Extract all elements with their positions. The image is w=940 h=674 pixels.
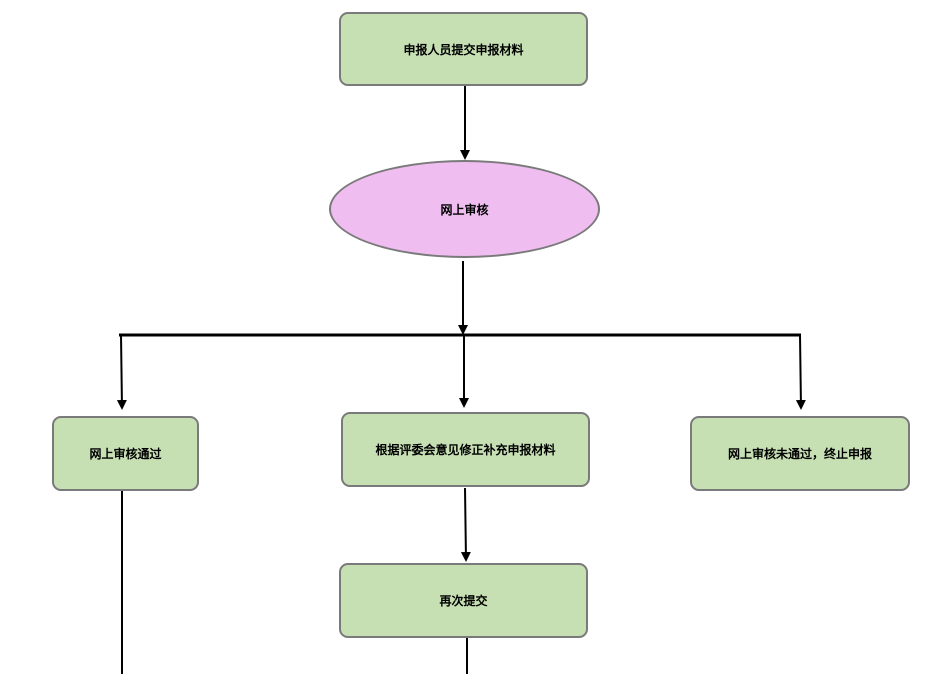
node-review-approved: 网上审核通过 <box>52 416 199 491</box>
node-review-rejected-label: 网上审核未通过，终止申报 <box>727 447 872 461</box>
node-resubmit: 再次提交 <box>339 563 588 638</box>
node-online-review: 网上审核 <box>329 160 600 258</box>
node-submit-materials: 申报人员提交申报材料 <box>339 12 588 86</box>
arrow-revise-to-resubmit <box>460 487 471 562</box>
node-revise-materials: 根据评委会意见修正补充申报材料 <box>341 412 590 487</box>
node-resubmit-label: 再次提交 <box>439 594 488 608</box>
node-review-rejected: 网上审核未通过，终止申报 <box>690 416 910 491</box>
node-online-review-label: 网上审核 <box>440 202 489 217</box>
node-submit-materials-label: 申报人员提交申报材料 <box>403 42 524 57</box>
arrow-branch-to-approved <box>116 334 127 410</box>
arrow-branch-to-rejected <box>795 334 806 410</box>
node-review-approved-label: 网上审核通过 <box>89 447 162 461</box>
node-revise-materials-label: 根据评委会意见修正补充申报材料 <box>375 443 556 457</box>
